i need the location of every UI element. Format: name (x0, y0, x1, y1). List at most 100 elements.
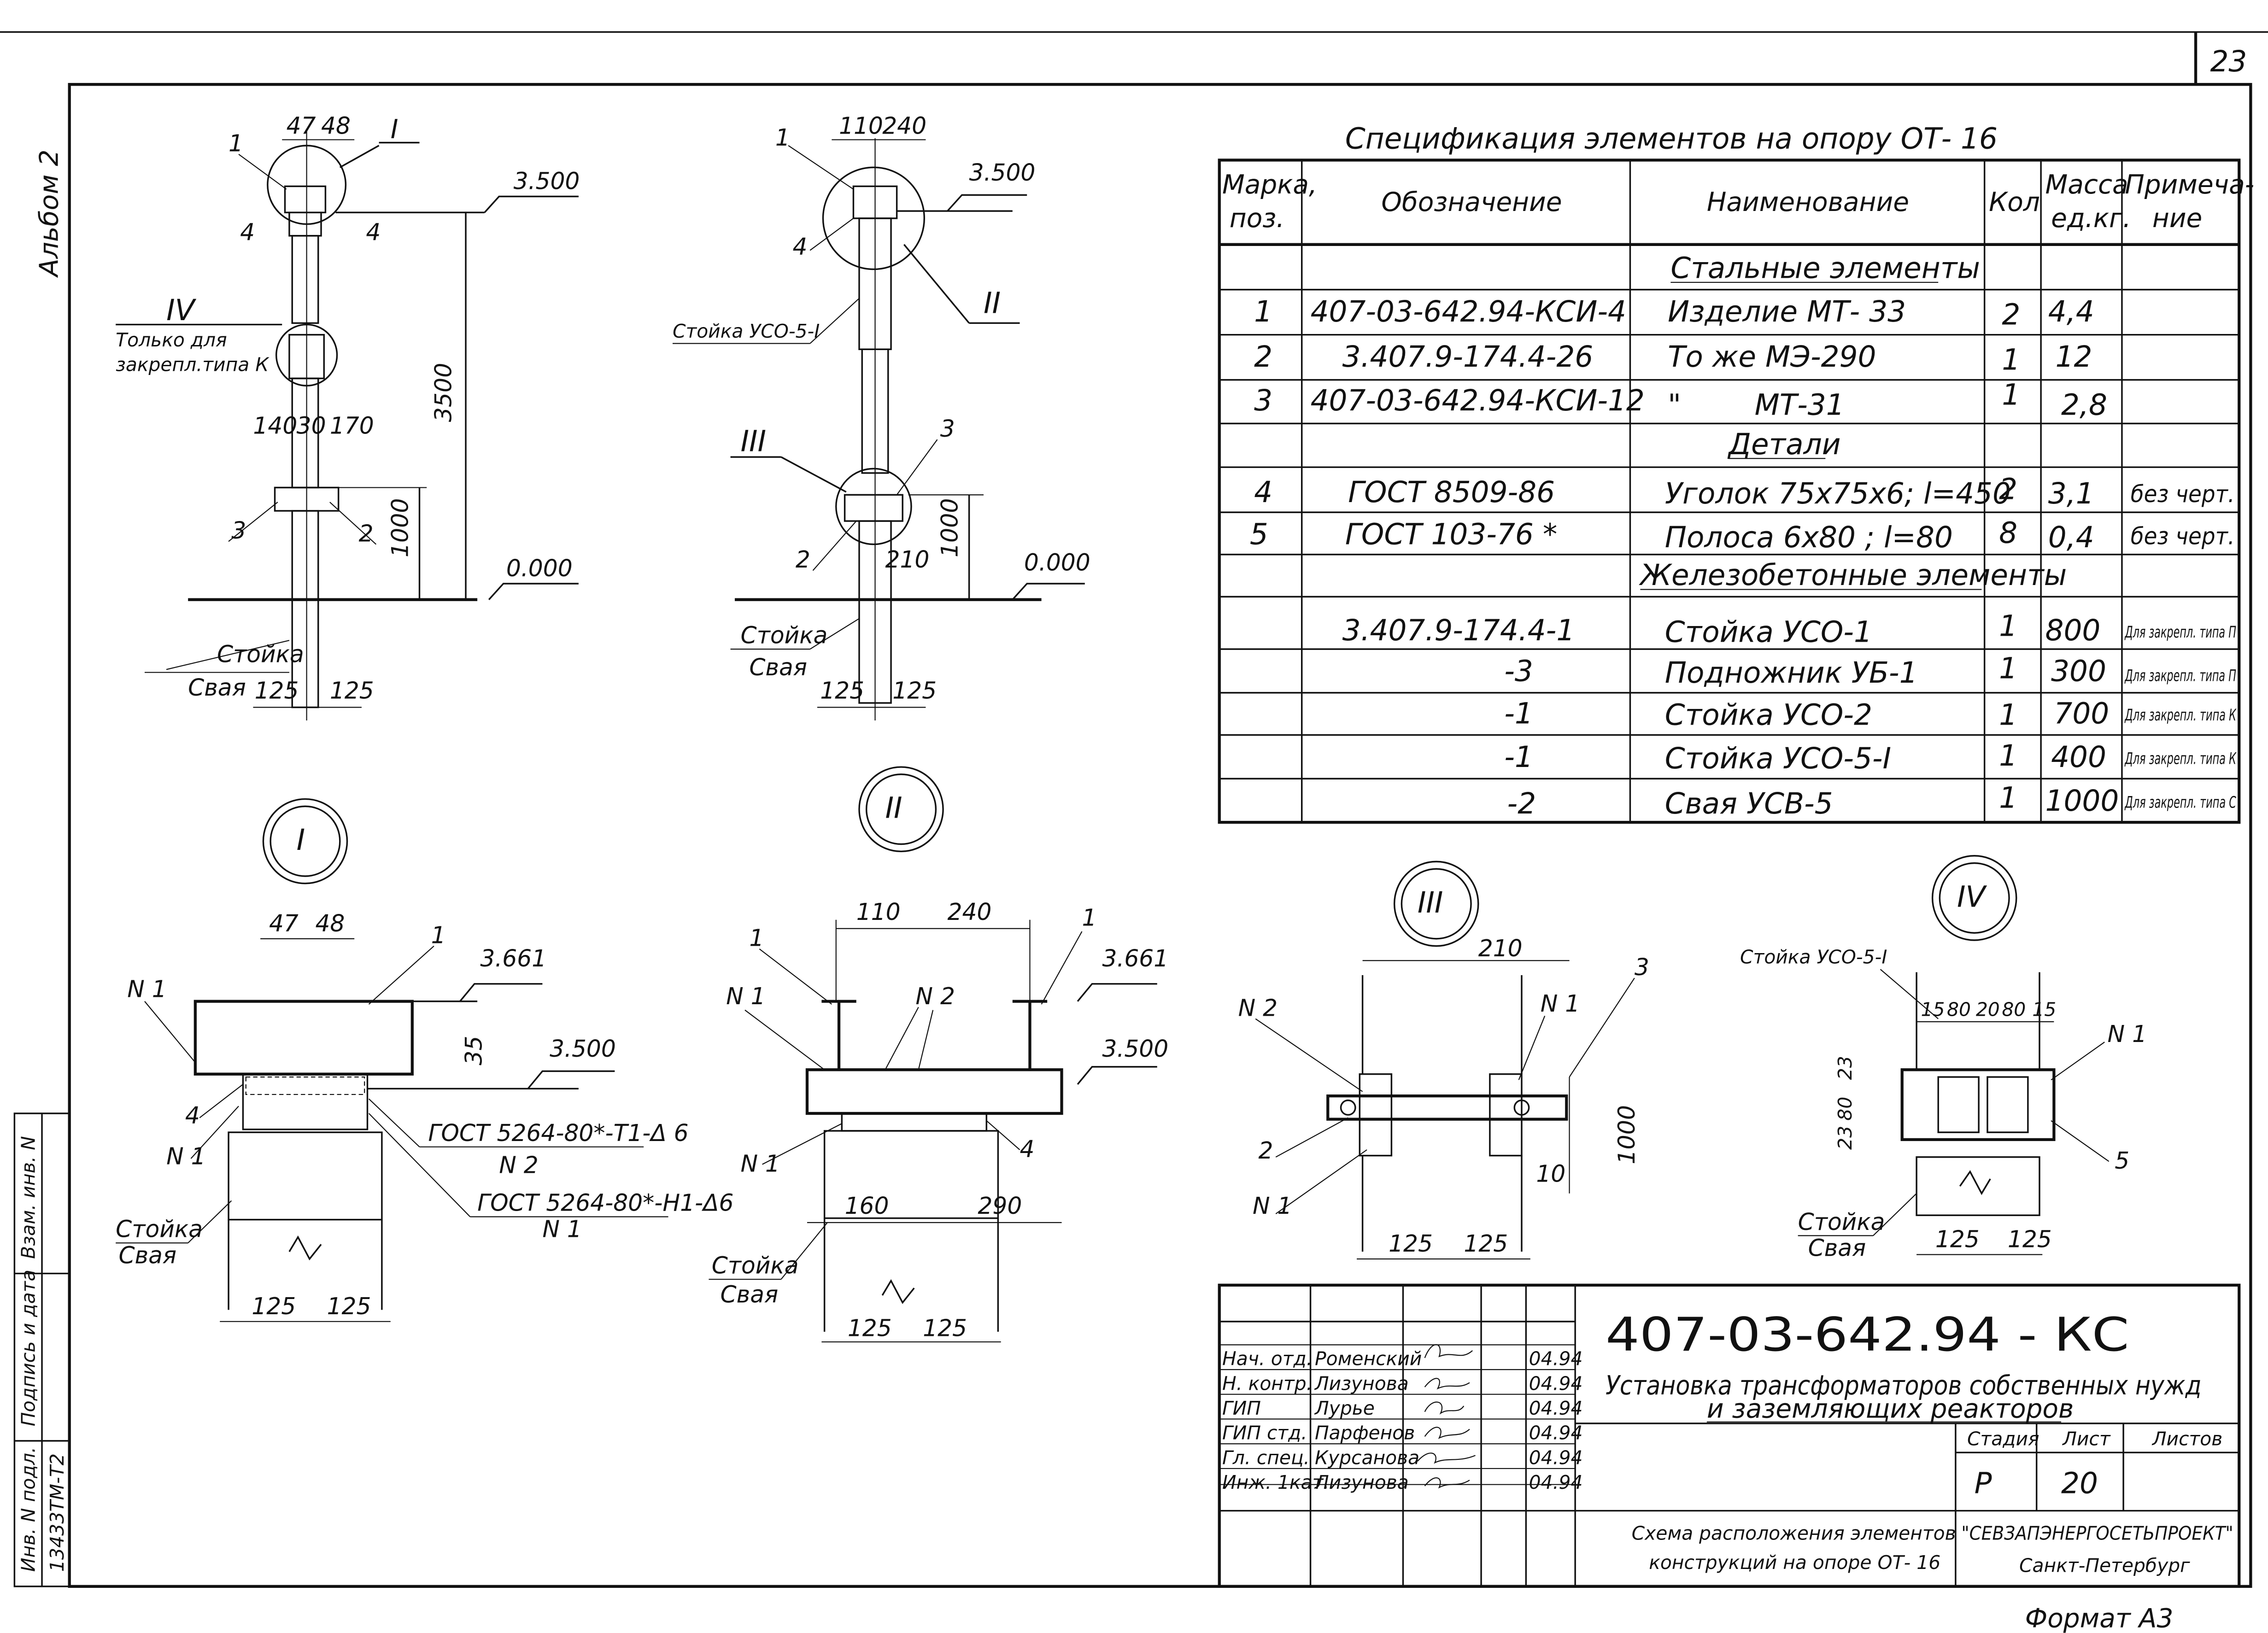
detail-4: IV Стойка УСО-5-I 15 80 20 80 15 N 1 23 … (1740, 855, 2147, 1262)
left-stamp: Инв. N подл. 13433ТМ-Т2 Подпись и дата В… (13, 1112, 70, 1587)
sheet-number: 23 (2210, 45, 2247, 78)
mark-4-a: 4 (240, 218, 255, 246)
staff5-name: Курсанова (1315, 1446, 1419, 1469)
n1-label-g: N 1 (1253, 1192, 1292, 1219)
n2-label-c: N 2 (1238, 994, 1278, 1021)
dim-110-a: 110 (839, 112, 883, 140)
level-3500-b: 3.500 (969, 159, 1036, 186)
row7-note: Для закрепл. типа П (2124, 667, 2236, 685)
signature-6 (1424, 1477, 1470, 1489)
dim-210-b: 210 (1478, 935, 1523, 962)
row4-designation: ГОСТ 8509-86 (1348, 475, 1555, 509)
stamp-inv-label: Инв. N подл. (17, 1447, 39, 1572)
gost-weld-1: ГОСТ 5264-80*-Т1-Δ 6 (428, 1119, 688, 1147)
staff1-role: Нач. отд. (1222, 1347, 1313, 1370)
dim-15-b: 15 (2032, 998, 2056, 1020)
dim-10: 10 (1536, 1160, 1565, 1187)
mark-1-e: 1 (1082, 904, 1096, 931)
mark-2-a: 2 (359, 520, 374, 547)
dim-170: 170 (330, 412, 374, 439)
staff4-name: Парфенов (1315, 1422, 1415, 1444)
row4-mark: 4 (1254, 475, 1272, 509)
dim-125-b: 125 (330, 677, 374, 704)
dim-240-a: 240 (882, 112, 926, 140)
detail-2: II 110 240 1 1 3.661 3.500 N 1 N 2 N 1 4… (709, 766, 1168, 1343)
level-3500-d: 3.500 (1102, 1035, 1168, 1062)
dim-125-d: 125 (892, 677, 937, 704)
staff4-role: ГИП стд. (1222, 1422, 1307, 1444)
staff3-role: ГИП (1222, 1397, 1261, 1419)
dim-160: 160 (845, 1192, 889, 1219)
stage-header: Стадия (1967, 1428, 2039, 1450)
dim-35-a: 35 (460, 1036, 487, 1065)
staff3-name: Лурье (1314, 1397, 1375, 1419)
n2-label-b: N 2 (915, 983, 955, 1010)
row9-designation: -1 (1504, 740, 1533, 774)
elevation-view-left: 3500 1000 3.500 0.000 47 48 I 1 4 4 IV Т… (116, 112, 580, 720)
dim-125-e: 125 (252, 1293, 296, 1320)
row3-designation: 407-03-642.94-КСИ-12 (1311, 384, 1645, 417)
dim-23-b: 23 (1834, 1126, 1856, 1150)
row2-mass: 12 (2056, 340, 2092, 374)
mark-4-c: 4 (793, 233, 808, 260)
n1-label-f: N 1 (1541, 990, 1580, 1017)
n2-label-a: N 2 (499, 1151, 538, 1178)
only-for-label: Только для (116, 329, 227, 351)
signature-3 (1424, 1401, 1465, 1415)
svaya-label-a: Свая (188, 674, 246, 701)
sheet-value: 20 (2061, 1466, 2098, 1500)
level-3661-b: 3.661 (1102, 945, 1168, 972)
staff1-date: 04.94 (1529, 1347, 1583, 1370)
row4-qty: 2 (1999, 473, 2017, 506)
hdr-note-2: ние (2152, 203, 2202, 234)
row5-mass: 0,4 (2048, 521, 2094, 554)
section-concrete: Железобетонные элементы (1638, 558, 2067, 592)
roman-2-callout: II (984, 286, 1001, 320)
dim-240-b: 240 (948, 898, 992, 925)
row5-note: без черт. (2131, 523, 2235, 550)
hdr-mass-1: Масса (2045, 170, 2128, 200)
row7-qty: 1 (1999, 651, 2017, 685)
n1-label-a: N 1 (127, 975, 166, 1002)
n1-label-e: N 1 (741, 1150, 780, 1177)
stage-value: Р (1975, 1466, 1992, 1500)
stoyka-label-d: Стойка (712, 1252, 799, 1279)
dim-23-a: 23 (1834, 1056, 1856, 1080)
n1-label-d: N 1 (726, 983, 765, 1010)
detail-1-roman: I (297, 823, 305, 857)
sheet-frame: 23 Альбом 2 Формат А3 (0, 31, 2268, 1633)
mark-2-c: 2 (1259, 1137, 1273, 1164)
detail-3-roman: III (1418, 886, 1443, 919)
drawing-title-1: Схема расположения элементов (1632, 1522, 1956, 1545)
row1-qty: 2 (2002, 298, 2020, 331)
level-3661-a: 3.661 (480, 945, 546, 972)
only-for-label-2: закрепл.типа К (116, 354, 270, 376)
stoyka-uso5-label-a: Стойка УСО-5-I (673, 320, 820, 342)
sheet-header: Лист (2062, 1428, 2111, 1450)
mark-3-c: 3 (1635, 954, 1649, 981)
signature-5 (1417, 1452, 1476, 1464)
svaya-label-b: Свая (749, 654, 807, 681)
row6-mass: 800 (2045, 614, 2101, 647)
mark-1-c: 1 (431, 921, 446, 948)
sheets-header: Листов (2151, 1428, 2222, 1450)
stoyka-label-c: Стойка (116, 1215, 203, 1242)
staff4-date: 04.94 (1529, 1422, 1583, 1444)
section-steel: Стальные элементы (1670, 251, 1980, 285)
staff2-date: 04.94 (1529, 1372, 1583, 1394)
row2-name: То же МЭ-290 (1668, 340, 1876, 374)
staff2-name: Лизунова (1314, 1372, 1409, 1394)
gost-weld-2: ГОСТ 5264-80*-Н1-Δ6 (477, 1189, 733, 1217)
hdr-qty: Кол (1989, 187, 2040, 217)
staff6-role: Инж. 1кат. (1222, 1471, 1329, 1493)
dim-80-a: 80 (1947, 998, 1971, 1020)
staff5-role: Гл. спец. (1222, 1446, 1310, 1469)
row7-name: Подножник УБ-1 (1665, 656, 1918, 690)
row2-mark: 2 (1254, 340, 1272, 374)
org-name: "СЕВЗАПЭНЕРГОСЕТЬПРОЕКТ" (1961, 1522, 2233, 1545)
dim-20: 20 (1976, 998, 2000, 1020)
row10-designation: -2 (1507, 787, 1536, 820)
row1-mark: 1 (1254, 295, 1272, 328)
